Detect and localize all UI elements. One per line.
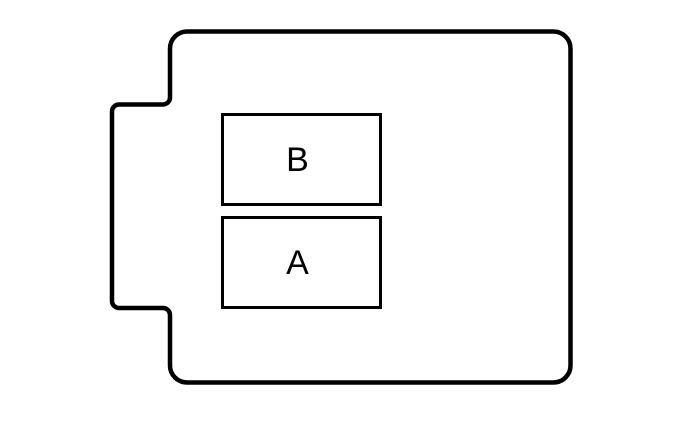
enclosure-outline [109,29,573,385]
box-a-label: A [286,243,309,282]
box-b: B [221,113,382,206]
box-b-label: B [286,140,309,179]
box-a: A [221,216,382,309]
